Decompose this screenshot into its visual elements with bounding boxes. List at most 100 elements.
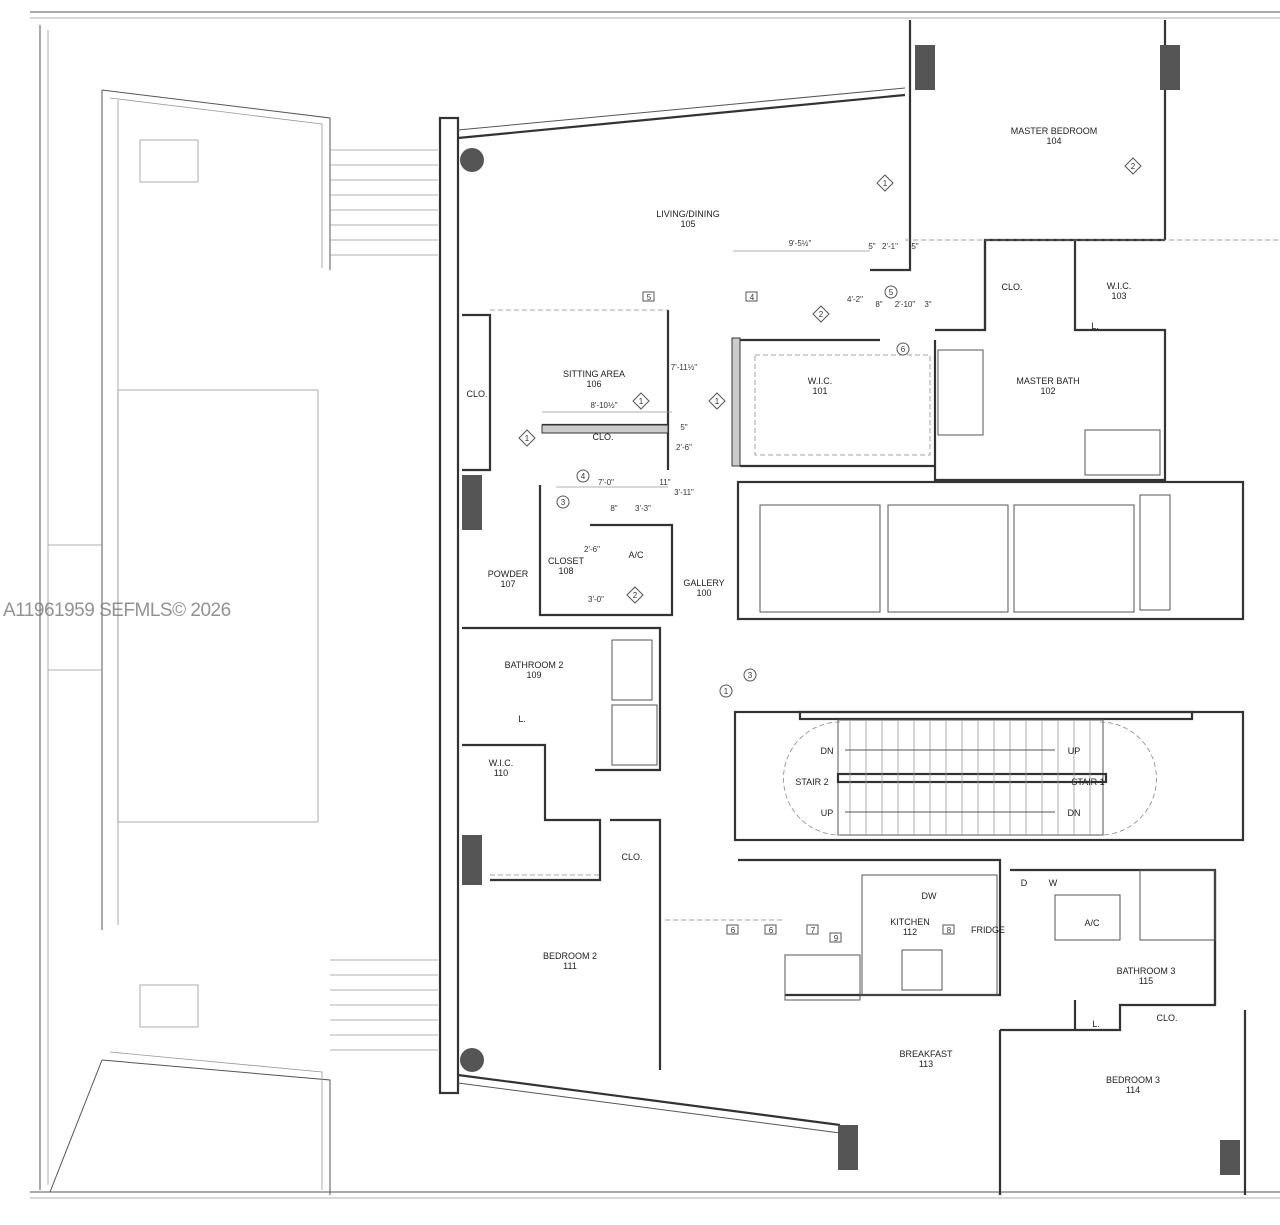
keynote: 2 bbox=[819, 310, 824, 319]
washer-label: W bbox=[1049, 878, 1058, 888]
room-number: 115 bbox=[1139, 976, 1153, 986]
ac-label: A/C bbox=[1084, 918, 1100, 928]
ac-label: A/C bbox=[628, 550, 644, 560]
dimension: 8" bbox=[610, 504, 617, 513]
room-number: 103 bbox=[1111, 291, 1126, 301]
room-number: 104 bbox=[1046, 136, 1061, 146]
room-name: MASTER BEDROOM bbox=[1011, 126, 1098, 136]
room-number: 111 bbox=[563, 961, 577, 971]
reference-lines bbox=[490, 239, 1280, 921]
room-number: 102 bbox=[1040, 386, 1055, 396]
terrace-outline bbox=[30, 11, 1280, 1199]
room-number: 112 bbox=[903, 927, 917, 937]
dimension: 2'-6" bbox=[676, 443, 692, 452]
dimension: 5" bbox=[868, 242, 875, 251]
room-name: BATHROOM 3 bbox=[1117, 966, 1176, 976]
stair-direction: UP bbox=[821, 808, 834, 818]
room-name: LIVING/DINING bbox=[656, 209, 720, 219]
dimension: 2'-10" bbox=[895, 300, 916, 309]
room-number: 100 bbox=[696, 588, 711, 598]
room-number: 113 bbox=[919, 1059, 933, 1069]
fixture-labels: CLO. CLO. CLO. CLO. CLO. A/C A/C L. L. L… bbox=[466, 282, 1177, 1029]
dryer-label: D bbox=[1021, 878, 1028, 888]
keynote: 7 bbox=[811, 926, 816, 935]
dimension: 9'-5½" bbox=[789, 239, 812, 248]
keynote: 3 bbox=[748, 671, 753, 680]
dimension: 7'-0" bbox=[598, 478, 614, 487]
dimension: 3'-3" bbox=[635, 504, 651, 513]
keynote: 6 bbox=[731, 926, 736, 935]
dimension: 11" bbox=[659, 478, 670, 487]
room-name: BATHROOM 2 bbox=[505, 660, 564, 670]
keynote: 1 bbox=[724, 687, 729, 696]
room-name: SITTING AREA bbox=[563, 369, 625, 379]
dimension: 4'-2" bbox=[847, 295, 863, 304]
stair-direction: UP bbox=[1068, 746, 1081, 756]
room-name: BREAKFAST bbox=[899, 1049, 953, 1059]
dishwasher-label: DW bbox=[922, 891, 937, 901]
fridge-label: FRIDGE bbox=[971, 925, 1005, 935]
closet-label: CLO. bbox=[1001, 282, 1022, 292]
room-number: 101 bbox=[812, 386, 827, 396]
stair-label: STAIR 1 bbox=[1071, 777, 1104, 787]
terrace-steps-bottom bbox=[330, 959, 438, 1051]
stairs bbox=[783, 719, 1157, 836]
keynote: 1 bbox=[525, 434, 530, 443]
dimension: 3'-11" bbox=[674, 488, 694, 497]
dimension: 5" bbox=[680, 423, 687, 432]
dimension: 7'-11½" bbox=[671, 363, 698, 372]
closet-label: CLO. bbox=[592, 432, 613, 442]
terrace-steps-top bbox=[330, 149, 438, 256]
keynote: 2 bbox=[1131, 162, 1136, 171]
keynote: 9 bbox=[834, 934, 839, 943]
room-name: MASTER BATH bbox=[1016, 376, 1079, 386]
closet-label: CLO. bbox=[1156, 1013, 1177, 1023]
room-name: GALLERY bbox=[683, 578, 724, 588]
room-number: 109 bbox=[526, 670, 541, 680]
keynote: 1 bbox=[715, 397, 720, 406]
laundry-label: L. bbox=[1092, 1019, 1100, 1029]
room-number: 108 bbox=[558, 566, 573, 576]
keynote: 5 bbox=[889, 288, 894, 297]
keynote: 1 bbox=[883, 179, 888, 188]
closet-label: CLO. bbox=[466, 389, 487, 399]
keynote: 8 bbox=[947, 926, 952, 935]
room-name: BEDROOM 2 bbox=[543, 951, 597, 961]
room-name: CLOSET bbox=[548, 556, 585, 566]
room-name: W.I.C. bbox=[808, 376, 833, 386]
stair-direction: DN bbox=[821, 746, 834, 756]
laundry-label: L. bbox=[1091, 321, 1099, 331]
dimensions: 9'-5½" 5" 2'-1" 5" 4'-2" 8" 2'-10" 3" 8'… bbox=[542, 239, 932, 604]
keynote: 1 bbox=[639, 397, 644, 406]
room-name: BEDROOM 3 bbox=[1106, 1075, 1160, 1085]
exterior-walls bbox=[438, 20, 1247, 1195]
keynote: 6 bbox=[769, 926, 774, 935]
dimension: 2'-1" bbox=[882, 242, 898, 251]
keynote: 4 bbox=[581, 472, 586, 481]
dimension: 2'-6" bbox=[584, 545, 600, 554]
keynote: 3 bbox=[561, 498, 566, 507]
stair-label: STAIR 2 bbox=[795, 777, 828, 787]
room-number: 114 bbox=[1126, 1085, 1140, 1095]
room-number: 110 bbox=[494, 768, 508, 778]
keynote: 6 bbox=[901, 345, 906, 354]
room-name: POWDER bbox=[488, 569, 529, 579]
keynote: 4 bbox=[750, 293, 755, 302]
room-name: W.I.C. bbox=[1107, 281, 1132, 291]
dimension: 3" bbox=[924, 300, 931, 309]
room-name: KITCHEN bbox=[890, 917, 930, 927]
laundry-label: L. bbox=[518, 714, 526, 724]
room-number: 106 bbox=[586, 379, 601, 389]
keynote: 2 bbox=[633, 591, 638, 600]
room-number: 107 bbox=[500, 579, 515, 589]
stair-direction: DN bbox=[1068, 808, 1081, 818]
dimension: 5" bbox=[911, 242, 918, 251]
room-number: 105 bbox=[680, 219, 695, 229]
interior-walls bbox=[462, 238, 1245, 1070]
closet-label: CLO. bbox=[621, 852, 642, 862]
dimension: 8" bbox=[875, 300, 882, 309]
keynote: 5 bbox=[647, 293, 652, 302]
dimension: 8'-10½" bbox=[590, 401, 617, 410]
